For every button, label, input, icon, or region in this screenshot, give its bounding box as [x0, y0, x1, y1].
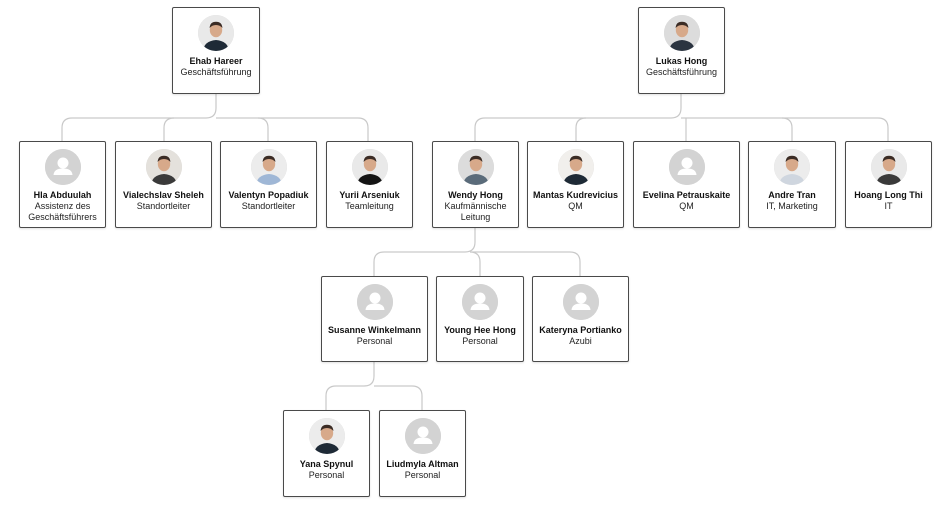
person-name: Valentyn Popadiuk	[228, 190, 309, 200]
person-role: Personal	[404, 470, 441, 480]
connector	[575, 117, 587, 141]
person-role: Teamleitung	[345, 201, 394, 211]
person-photo-icon	[145, 149, 182, 185]
person-role: Geschäftsführung	[180, 67, 252, 77]
user-placeholder-icon	[356, 284, 393, 320]
avatar-placeholder	[668, 149, 705, 185]
person-photo-icon	[351, 149, 388, 185]
person-name: Hoang Long Thi	[854, 190, 923, 200]
person-role: Personal	[356, 336, 393, 346]
person-role: QM	[679, 201, 694, 211]
avatar-photo	[250, 149, 287, 185]
person-card-liudmyla[interactable]: Liudmyla Altman Personal	[379, 410, 466, 497]
user-placeholder-icon	[668, 149, 705, 185]
person-role: Azubi	[569, 336, 592, 346]
person-name: Yurii Arseniuk	[339, 190, 400, 200]
person-name: Mantas Kudrevicius	[532, 190, 619, 200]
avatar-placeholder	[44, 149, 81, 185]
person-photo-icon	[198, 15, 234, 51]
person-role: Standortleiter	[241, 201, 296, 211]
user-placeholder-icon	[44, 149, 81, 185]
person-name: Susanne Winkelmann	[328, 325, 421, 335]
person-card-ehab[interactable]: Ehab Hareer Geschäftsführung	[172, 7, 260, 94]
person-name: Andre Tran	[768, 190, 816, 200]
connector	[374, 385, 423, 410]
avatar-photo	[457, 149, 494, 185]
avatar-photo	[145, 149, 182, 185]
person-name: Vialechslav Sheleh	[123, 190, 204, 200]
user-placeholder-icon	[462, 284, 498, 320]
person-role: Personal	[462, 336, 498, 346]
person-name: Young Hee Hong	[444, 325, 516, 335]
avatar-photo	[557, 149, 594, 185]
person-name: Lukas Hong	[655, 56, 708, 66]
connector	[216, 117, 369, 141]
person-card-andre[interactable]: Andre Tran IT, Marketing	[748, 141, 836, 228]
person-role: Personal	[308, 470, 345, 480]
person-photo-icon	[557, 149, 594, 185]
connector	[475, 251, 581, 276]
connector	[257, 117, 269, 141]
avatar-placeholder	[462, 284, 498, 320]
person-role: Kaufmännische Leitung	[444, 201, 507, 222]
avatar-placeholder	[404, 418, 441, 454]
connector	[469, 251, 481, 276]
person-card-yurii[interactable]: Yurii Arseniuk Teamleitung	[326, 141, 413, 228]
person-name: Yana Spynul	[299, 459, 354, 469]
person-photo-icon	[457, 149, 494, 185]
person-photo-icon	[663, 15, 700, 51]
person-card-yana[interactable]: Yana Spynul Personal	[283, 410, 370, 497]
person-name: Evelina Petrauskaite	[642, 190, 731, 200]
person-name: Ehab Hareer	[189, 56, 243, 66]
connector	[163, 117, 175, 141]
avatar-photo	[351, 149, 388, 185]
avatar-photo	[774, 149, 810, 185]
user-placeholder-icon	[404, 418, 441, 454]
avatar-placeholder	[356, 284, 393, 320]
person-role: Assistenz des Geschäftsführers	[28, 201, 97, 222]
connector	[373, 228, 476, 276]
person-role: IT	[884, 201, 893, 211]
person-role: QM	[568, 201, 583, 211]
avatar-photo	[198, 15, 234, 51]
person-card-hla[interactable]: Hla Abduulah Assistenz des Geschäftsführ…	[19, 141, 106, 228]
person-card-hoang[interactable]: Hoang Long Thi IT	[845, 141, 932, 228]
connector	[61, 94, 217, 141]
person-name: Liudmyla Altman	[386, 459, 459, 469]
connector	[782, 117, 889, 141]
person-name: Kateryna Portianko	[539, 325, 622, 335]
person-card-wendy[interactable]: Wendy Hong Kaufmännische Leitung	[432, 141, 519, 228]
avatar-photo	[663, 15, 700, 51]
person-card-young[interactable]: Young Hee Hong Personal	[436, 276, 524, 362]
person-photo-icon	[870, 149, 907, 185]
person-card-mantas[interactable]: Mantas Kudrevicius QM	[527, 141, 624, 228]
connector	[474, 94, 682, 141]
person-role: Standortleiter	[136, 201, 191, 211]
avatar-photo	[870, 149, 907, 185]
person-name: Hla Abduulah	[33, 190, 92, 200]
connector	[681, 117, 793, 141]
avatar-placeholder	[562, 284, 599, 320]
person-card-valentyn[interactable]: Valentyn Popadiuk Standortleiter	[220, 141, 317, 228]
person-card-susanne[interactable]: Susanne Winkelmann Personal	[321, 276, 428, 362]
person-role: Geschäftsführung	[645, 67, 718, 77]
person-photo-icon	[308, 418, 345, 454]
person-card-evelina[interactable]: Evelina Petrauskaite QM	[633, 141, 740, 228]
person-card-lukas[interactable]: Lukas Hong Geschäftsführung	[638, 7, 725, 94]
avatar-photo	[308, 418, 345, 454]
person-name: Wendy Hong	[448, 190, 503, 200]
person-photo-icon	[774, 149, 810, 185]
person-card-kateryna[interactable]: Kateryna Portianko Azubi	[532, 276, 629, 362]
user-placeholder-icon	[562, 284, 599, 320]
person-card-vialechslav[interactable]: Vialechslav Sheleh Standortleiter	[115, 141, 212, 228]
person-role: IT, Marketing	[766, 201, 818, 211]
connector	[325, 362, 375, 410]
person-photo-icon	[250, 149, 287, 185]
